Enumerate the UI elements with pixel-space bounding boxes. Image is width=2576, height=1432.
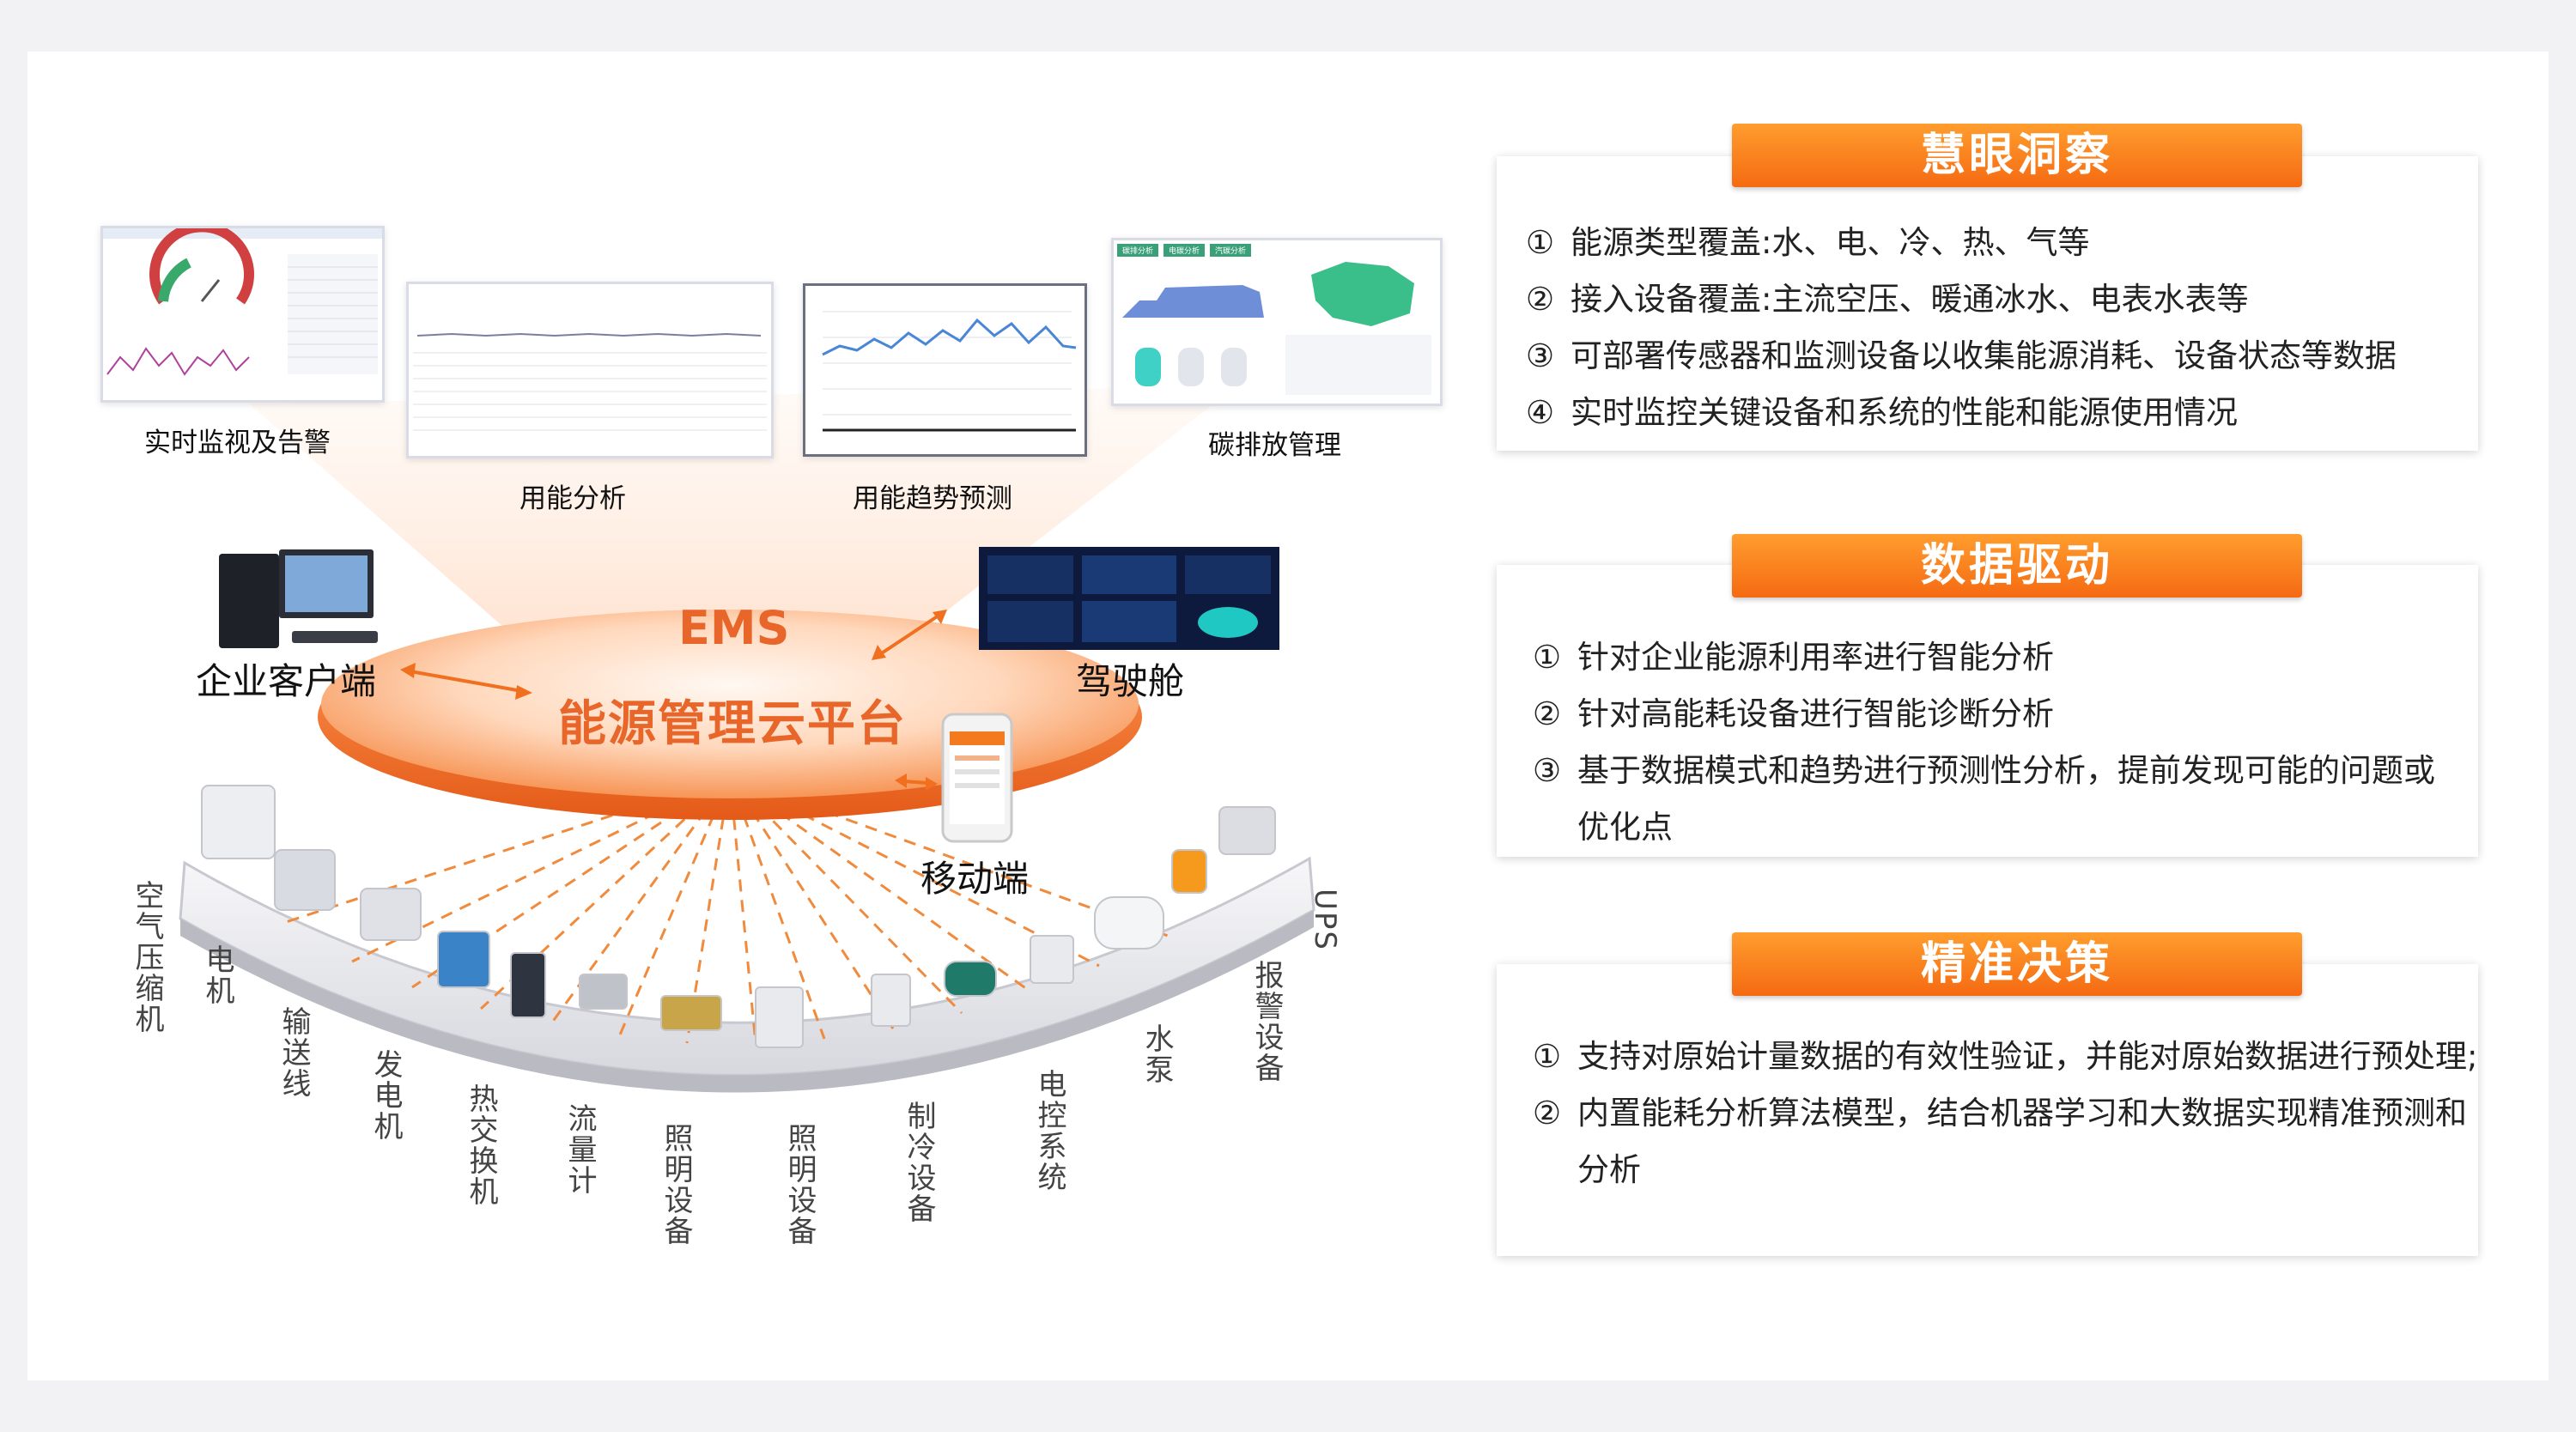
device-label-lighting-2: 照明设备 — [782, 1123, 817, 1247]
device-slots — [201, 785, 1276, 1048]
item-text: 支持对原始计量数据的有效性验证，并能对原始数据进行预处理; — [1577, 1038, 2478, 1075]
panel-title-decision: 精准决策 — [1732, 932, 2302, 996]
panel-decision — [1497, 964, 2478, 1256]
screen-realtime-monitor — [100, 226, 385, 403]
device-label-water-pump: 水泵 — [1139, 1023, 1174, 1085]
insight-item-2: ② 接入设备覆盖:主流空压、暖通冰水、电表水表等 — [1526, 273, 2248, 319]
mobile-phone-icon — [941, 713, 1013, 843]
item-text: 可部署传感器和监测设备以收集能源消耗、设备状态等数据 — [1571, 337, 2397, 374]
carbon-tab-1[interactable]: 碳排分析 — [1117, 244, 1159, 257]
item-number: ② — [1526, 281, 1555, 318]
item-number: ④ — [1526, 394, 1555, 431]
item-number: ② — [1533, 695, 1562, 732]
item-number: ① — [1533, 639, 1562, 676]
device-label-motor: 电机 — [200, 944, 234, 1006]
device-label-alarm: 报警设备 — [1249, 960, 1284, 1083]
carbon-tab-bar: 碳排分析 电碳分析 汽碳分析 — [1117, 244, 1252, 257]
panel-data-driven — [1497, 565, 2478, 857]
screen-carbon-management: 碳排分析 电碳分析 汽碳分析 — [1111, 238, 1443, 406]
item-text: 基于数据模式和趋势进行预测性分析，提前发现可能的问题或 — [1577, 752, 2435, 789]
platform-disc — [321, 610, 1139, 798]
device-label-conveyor: 输送线 — [276, 1006, 311, 1099]
item-text: 实时监控关键设备和系统的性能和能源使用情况 — [1571, 394, 2238, 431]
panel-title-data-driven: 数据驱动 — [1732, 534, 2302, 598]
decision-item-1: ① 支持对原始计量数据的有效性验证，并能对原始数据进行预处理; — [1533, 1030, 2477, 1077]
insight-item-4: ④ 实时监控关键设备和系统的性能和能源使用情况 — [1526, 386, 2238, 433]
platform-subtitle: 能源管理云平台 — [558, 696, 907, 752]
desktop-computer-icon — [219, 549, 378, 648]
label-mobile: 移动端 — [920, 858, 1030, 900]
decision-item-2: ② 内置能耗分析算法模型，结合机器学习和大数据实现精准预测和 — [1533, 1087, 2467, 1133]
data-driven-item-3-continued: 优化点 — [1577, 809, 1673, 846]
device-label-flowmeter: 流量计 — [562, 1103, 597, 1196]
data-driven-item-1: ① 针对企业能源利用率进行智能分析 — [1533, 631, 2054, 677]
connection-arrows — [400, 610, 947, 791]
item-text: 针对高能耗设备进行智能诊断分析 — [1577, 695, 2054, 732]
diagram-graphics — [179, 386, 1315, 1093]
carbon-tab-3[interactable]: 汽碳分析 — [1210, 244, 1252, 257]
insight-item-1: ① 能源类型覆盖:水、电、冷、热、气等 — [1526, 216, 2089, 263]
item-text: 接入设备覆盖:主流空压、暖通冰水、电表水表等 — [1571, 281, 2249, 318]
label-cockpit: 驾驶舱 — [1076, 660, 1185, 702]
device-label-air-compressor: 空气压缩机 — [130, 880, 164, 1035]
screen-energy-analysis — [406, 282, 774, 458]
device-label-lighting-1: 照明设备 — [659, 1123, 693, 1247]
panel-title-insight: 慧眼洞察 — [1732, 124, 2302, 187]
label-enterprise-client: 企业客户端 — [196, 660, 377, 702]
caption-carbon-management: 碳排放管理 — [1208, 430, 1341, 461]
item-text: 针对企业能源利用率进行智能分析 — [1577, 639, 2054, 676]
insight-item-3: ③ 可部署传感器和监测设备以收集能源消耗、设备状态等数据 — [1526, 330, 2397, 376]
item-number: ③ — [1533, 752, 1562, 789]
platform-title: EMS — [678, 601, 790, 655]
caption-realtime-monitor: 实时监视及告警 — [144, 428, 331, 458]
item-text: 内置能耗分析算法模型，结合机器学习和大数据实现精准预测和 — [1577, 1095, 2467, 1132]
screen-trend-forecast — [803, 283, 1087, 457]
device-label-heat-exchanger: 热交换机 — [464, 1083, 498, 1207]
panel-insight — [1497, 156, 2478, 451]
device-label-ups: UPS — [1308, 889, 1342, 951]
carbon-tab-2[interactable]: 电碳分析 — [1163, 244, 1206, 257]
item-number: ① — [1526, 224, 1555, 261]
caption-energy-analysis: 用能分析 — [519, 483, 626, 514]
cockpit-dashboard-icon — [979, 547, 1279, 650]
data-driven-item-3: ③ 基于数据模式和趋势进行预测性分析，提前发现可能的问题或 — [1533, 744, 2435, 791]
item-number: ② — [1533, 1095, 1562, 1132]
item-text: 能源类型覆盖:水、电、冷、热、气等 — [1571, 224, 2090, 261]
decision-item-2-continued: 分析 — [1577, 1151, 1641, 1188]
item-number: ① — [1533, 1038, 1562, 1075]
device-label-generator: 发电机 — [368, 1049, 403, 1142]
data-driven-item-2: ② 针对高能耗设备进行智能诊断分析 — [1533, 688, 2054, 734]
item-number: ③ — [1526, 337, 1555, 374]
caption-trend-forecast: 用能趋势预测 — [853, 483, 1012, 514]
device-label-refrigeration: 制冷设备 — [902, 1101, 936, 1224]
device-label-electric-control: 电控系统 — [1032, 1069, 1066, 1192]
